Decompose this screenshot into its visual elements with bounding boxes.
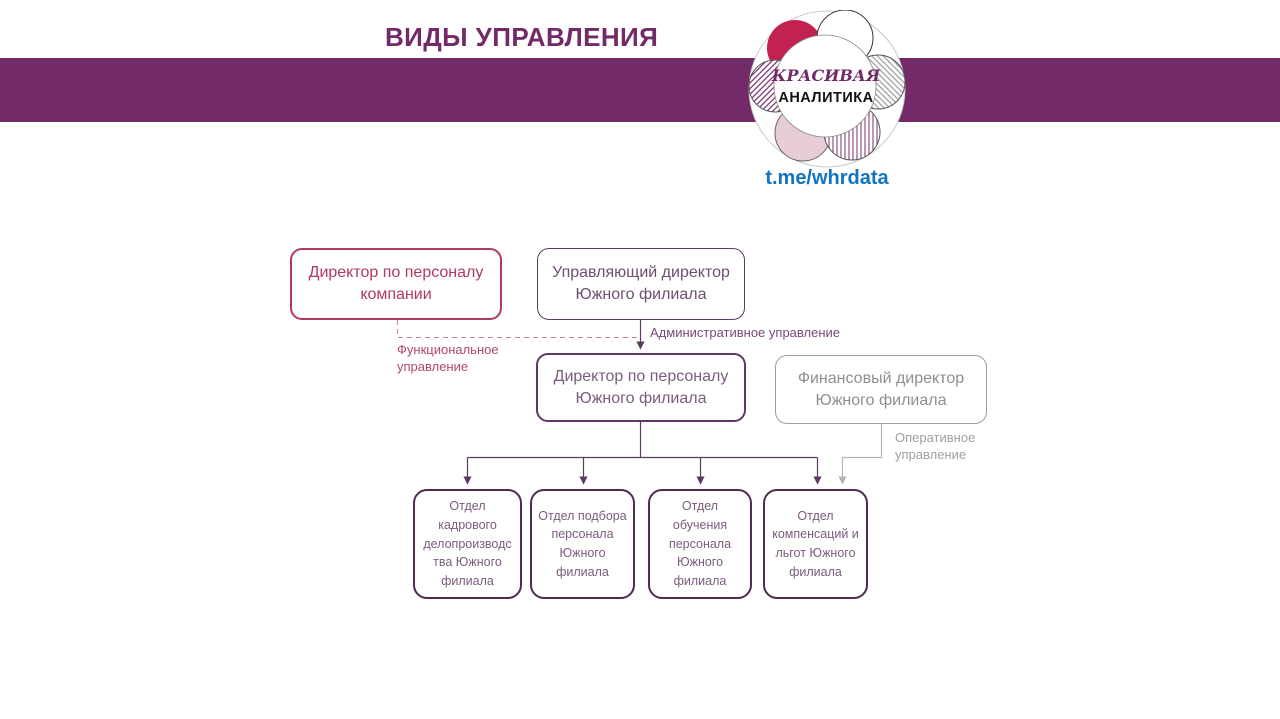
telegram-link[interactable]: t.me/whrdata: [765, 167, 889, 189]
flower-logo-icon: КРАСИВАЯ АНАЛИТИКА: [748, 9, 906, 168]
node-managing-director-south: Управляющий директор Южного филиала: [537, 248, 745, 320]
edge-label-administrative: Административное управление: [650, 325, 840, 340]
node-dept-recruitment: Отдел подбора персонала Южного филиала: [530, 489, 635, 599]
logo-center-circle: [773, 34, 877, 138]
node-label: Директор по персоналу компании: [308, 264, 484, 303]
header-band: [0, 58, 1280, 122]
page-title: ВИДЫ УПРАВЛЕНИЯ: [385, 22, 659, 52]
node-label: Отдел компенсаций и льгот Южного филиала: [772, 508, 859, 579]
node-dept-hr-records: Отдел кадрового делопроизводства Южного …: [413, 489, 522, 599]
logo-text-bottom: АНАЛИТИКА: [778, 90, 873, 106]
node-label: Отдел подбора персонала Южного филиала: [538, 508, 627, 579]
node-label: Директор по персоналу Южного филиала: [553, 367, 729, 407]
node-hr-director-south: Директор по персоналу Южного филиала: [536, 353, 746, 422]
brand-logo: КРАСИВАЯ АНАЛИТИКА: [748, 9, 906, 168]
node-finance-director-south: Финансовый директор Южного филиала: [775, 355, 987, 424]
node-dept-training: Отдел обучения персонала Южного филиала: [648, 489, 752, 599]
edge-label-functional: Функциональное управление: [397, 342, 499, 374]
node-director-hr-company: Директор по персоналу компании: [290, 248, 502, 320]
node-label: Отдел обучения персонала Южного филиала: [668, 499, 732, 589]
node-label: Отдел кадрового делопроизводства Южного …: [423, 499, 512, 589]
node-label: Управляющий директор Южного филиала: [552, 264, 730, 303]
node-dept-compensation: Отдел компенсаций и льгот Южного филиала: [763, 489, 868, 599]
edge-label-operative: Оперативное управление: [895, 430, 976, 462]
logo-text-top: КРАСИВАЯ: [771, 66, 881, 85]
edge-functional-dashed: [397, 320, 640, 338]
node-label: Финансовый директор Южного филиала: [797, 369, 965, 409]
edge-operative-gray: [838, 424, 883, 485]
